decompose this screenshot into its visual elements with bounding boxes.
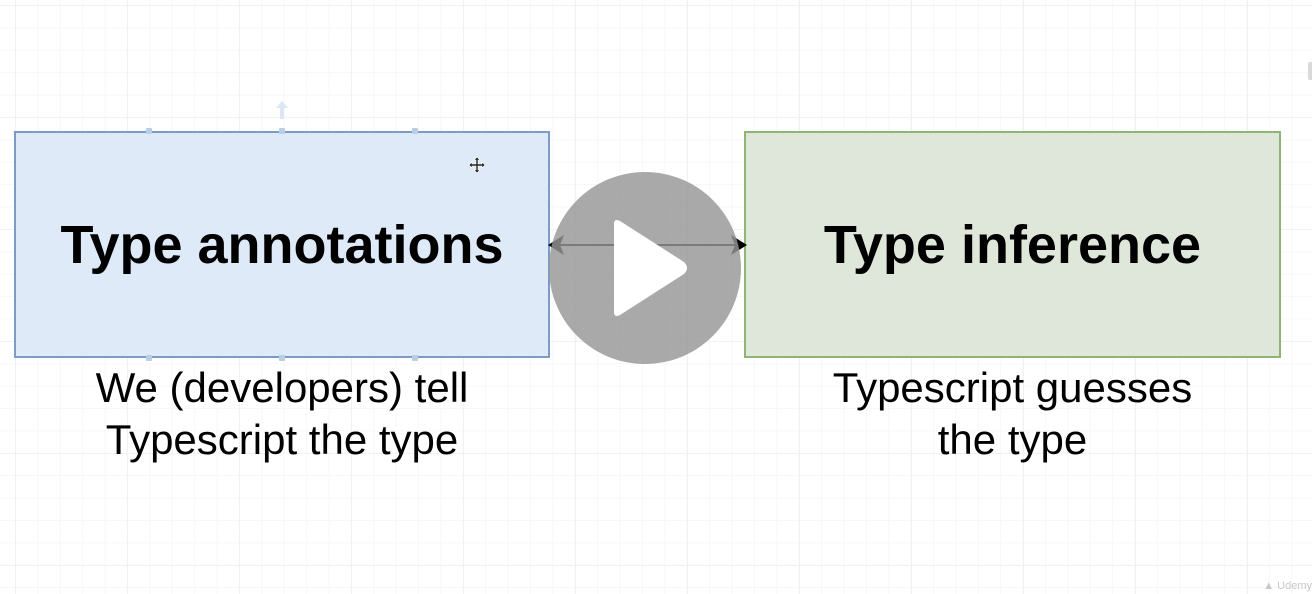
- caption-line: Typescript the type: [105, 416, 459, 463]
- selection-handle[interactable]: [146, 128, 152, 134]
- udemy-logo-icon: ▲: [1263, 580, 1275, 592]
- caption-line: the type: [937, 416, 1088, 463]
- udemy-watermark: ▲ Udemy: [1263, 580, 1312, 592]
- type-annotations-caption: We (developers) tell Typescript the type: [14, 362, 550, 466]
- resize-up-arrow-icon[interactable]: [275, 100, 289, 120]
- play-icon: [614, 220, 687, 316]
- type-annotations-title: Type annotations: [60, 214, 504, 275]
- watermark-text: Udemy: [1277, 580, 1312, 592]
- selection-handle[interactable]: [412, 128, 418, 134]
- caption-line: We (developers) tell: [95, 364, 469, 411]
- type-inference-caption: Typescript guesses the type: [744, 362, 1281, 466]
- caption-line: Typescript guesses: [832, 364, 1193, 411]
- scroll-edge-handle[interactable]: [1308, 62, 1312, 80]
- move-cursor-icon: [468, 156, 486, 174]
- type-annotations-box[interactable]: Type annotations: [14, 131, 550, 358]
- type-inference-box[interactable]: Type inference: [744, 131, 1281, 358]
- selection-handle[interactable]: [412, 355, 418, 361]
- play-button[interactable]: [549, 172, 741, 364]
- selection-handle[interactable]: [279, 355, 285, 361]
- type-inference-title: Type inference: [823, 214, 1202, 275]
- selection-handle[interactable]: [279, 128, 285, 134]
- selection-handle[interactable]: [146, 355, 152, 361]
